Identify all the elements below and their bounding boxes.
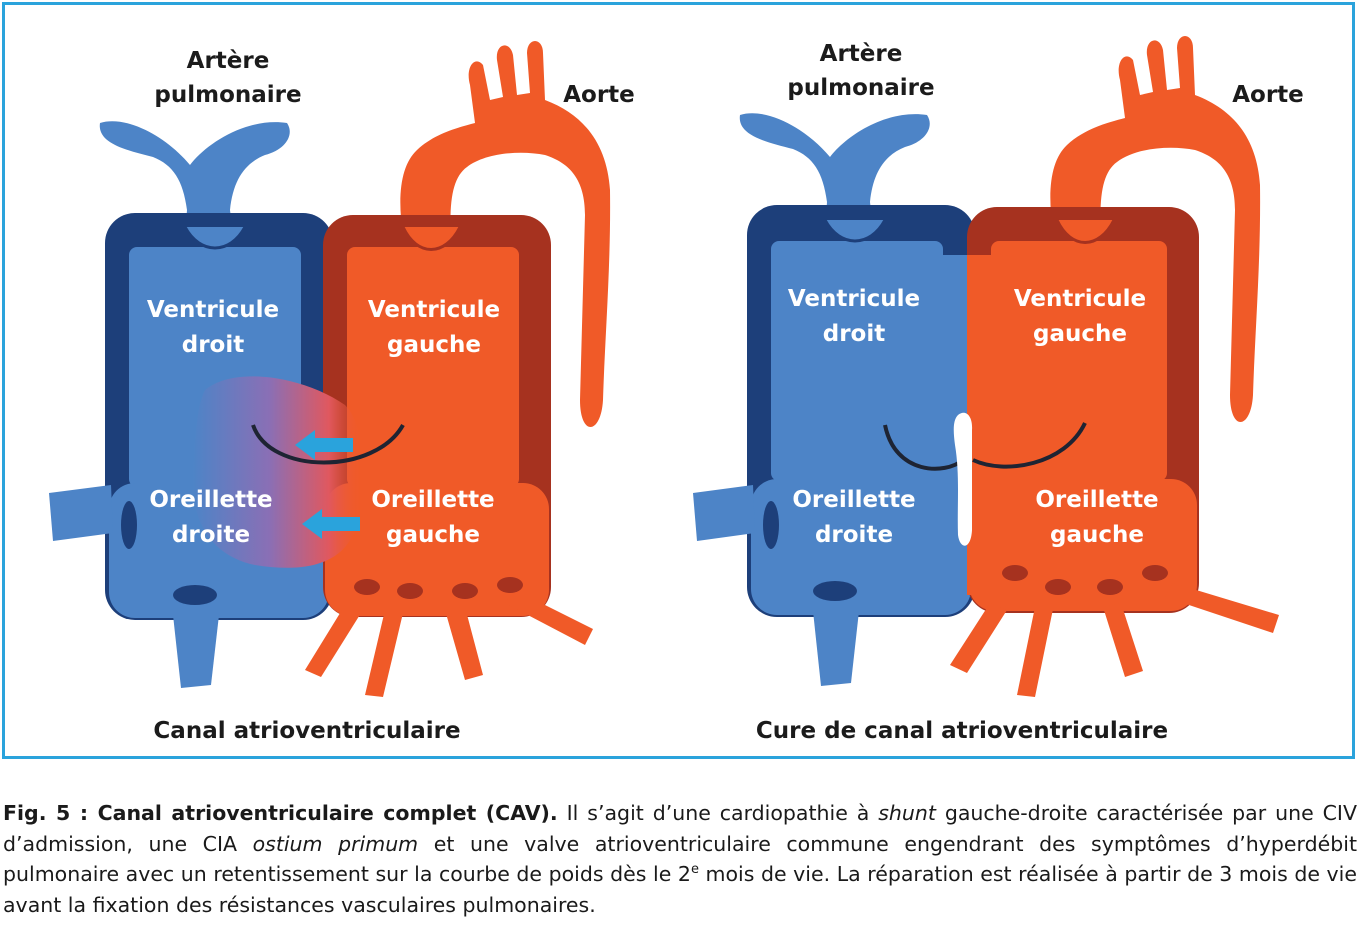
- av-valve-right-side: [883, 424, 965, 471]
- vena-ostium-bottom-right: [813, 581, 857, 601]
- superior-vena-cava-right: [693, 485, 755, 541]
- label-right-ventricle-l1: Ventricule: [788, 286, 920, 312]
- shunt-arrow-ventricle: [295, 430, 353, 460]
- left-ventricle-right: [991, 241, 1167, 481]
- caption-text: gauche-droite caractérisée par une CIV d…: [3, 801, 1357, 856]
- left-atrium-left: [325, 483, 549, 616]
- label-pulmonary-artery-l1: Artère: [187, 48, 270, 74]
- pulmonary-vein-ostium: [452, 583, 478, 599]
- label-aorta: Aorte: [1232, 82, 1304, 108]
- label-right-ventricle-l2: droit: [823, 321, 886, 347]
- aortic-valve-right: [1055, 219, 1116, 244]
- aortic-valve-left: [401, 226, 462, 251]
- vena-ostium-right: [763, 501, 779, 549]
- inferior-vena-cava-right: [813, 611, 859, 686]
- panel-title-left: Canal atrioventriculaire: [153, 718, 460, 744]
- pulmonary-valve-left: [183, 226, 247, 250]
- label-left-atrium-l1: Oreillette: [1035, 487, 1158, 513]
- pulmonary-vein-ostium: [497, 577, 523, 593]
- label-right-atrium-l1: Oreillette: [149, 487, 272, 513]
- caption-text: mois de vie. La réparation est réalisée …: [3, 862, 1357, 917]
- caption-italic: shunt: [878, 801, 936, 825]
- left-heart: [49, 41, 611, 697]
- septum-red-fill: [967, 255, 997, 595]
- label-pulmonary-artery-l2: pulmonaire: [154, 82, 301, 108]
- inferior-vena-cava-left: [173, 615, 219, 688]
- pulmonary-vein-ostium: [1142, 565, 1168, 581]
- vena-ostium-left: [121, 501, 137, 549]
- pulmonary-vein-ostium: [354, 579, 380, 595]
- panel-title-right: Cure de canal atrioventriculaire: [756, 718, 1168, 744]
- av-valve-left-side: [972, 422, 1087, 469]
- caption-superscript: e: [690, 862, 699, 877]
- caption-text: Il s’agit d’une cardiopathie à: [557, 801, 879, 825]
- pulmonary-artery-left: [99, 121, 290, 235]
- septal-patch: [953, 412, 973, 546]
- label-left-atrium-l2: gauche: [1050, 522, 1144, 548]
- superior-vena-cava-left: [49, 485, 113, 541]
- label-pulmonary-artery-l1: Artère: [820, 41, 903, 67]
- left-atrium-right: [969, 479, 1197, 611]
- right-heart: [693, 36, 1279, 697]
- pulmonary-artery-right: [739, 113, 930, 230]
- aorta-left: [400, 41, 611, 428]
- label-right-atrium-l2: droite: [815, 522, 893, 548]
- pulmonary-vein-ostium: [1002, 565, 1028, 581]
- pulmonary-veins-right: [950, 583, 1279, 697]
- label-left-atrium-l2: gauche: [386, 522, 480, 548]
- left-ventricle-left: [347, 247, 519, 487]
- caption-fig-label: Fig. 5 : Canal atrioventriculaire comple…: [3, 801, 558, 825]
- caption-italic: ostium primum: [252, 831, 419, 856]
- label-left-atrium-l1: Oreillette: [371, 487, 494, 513]
- pulmonary-vein-ostium: [397, 583, 423, 599]
- heart-diagram: Artère pulmonaire Aorte Ventricule droit…: [49, 36, 1304, 744]
- label-left-ventricle-l2: gauche: [1033, 321, 1127, 347]
- common-av-valve-left: [251, 423, 405, 465]
- label-right-atrium-l1: Oreillette: [792, 487, 915, 513]
- pulmonary-veins-left: [305, 590, 593, 697]
- label-aorta: Aorte: [563, 82, 635, 108]
- label-left-ventricle-l2: gauche: [387, 332, 481, 358]
- pulmonary-valve-right: [823, 219, 887, 243]
- vena-ostium-bottom-left: [173, 585, 217, 605]
- aorta-right: [1050, 36, 1261, 423]
- figure-caption: Fig. 5 : Canal atrioventriculaire comple…: [3, 798, 1357, 920]
- right-ventricle-right: [771, 241, 943, 481]
- label-left-ventricle-l1: Ventricule: [368, 297, 500, 323]
- label-pulmonary-artery-l2: pulmonaire: [787, 75, 934, 101]
- caption-text: et une valve atrioventriculaire commune …: [3, 831, 1357, 887]
- pulmonary-vein-ostium: [1097, 579, 1123, 595]
- shunt-arrow-atrium: [302, 509, 360, 539]
- diagram-frame: Artère pulmonaire Aorte Ventricule droit…: [2, 2, 1355, 759]
- label-right-ventricle-l1: Ventricule: [147, 297, 279, 323]
- label-left-ventricle-l1: Ventricule: [1014, 286, 1146, 312]
- right-atrium-right: [751, 479, 971, 615]
- pulmonary-vein-ostium: [1045, 579, 1071, 595]
- label-right-ventricle-l2: droit: [182, 332, 245, 358]
- label-right-atrium-l2: droite: [172, 522, 250, 548]
